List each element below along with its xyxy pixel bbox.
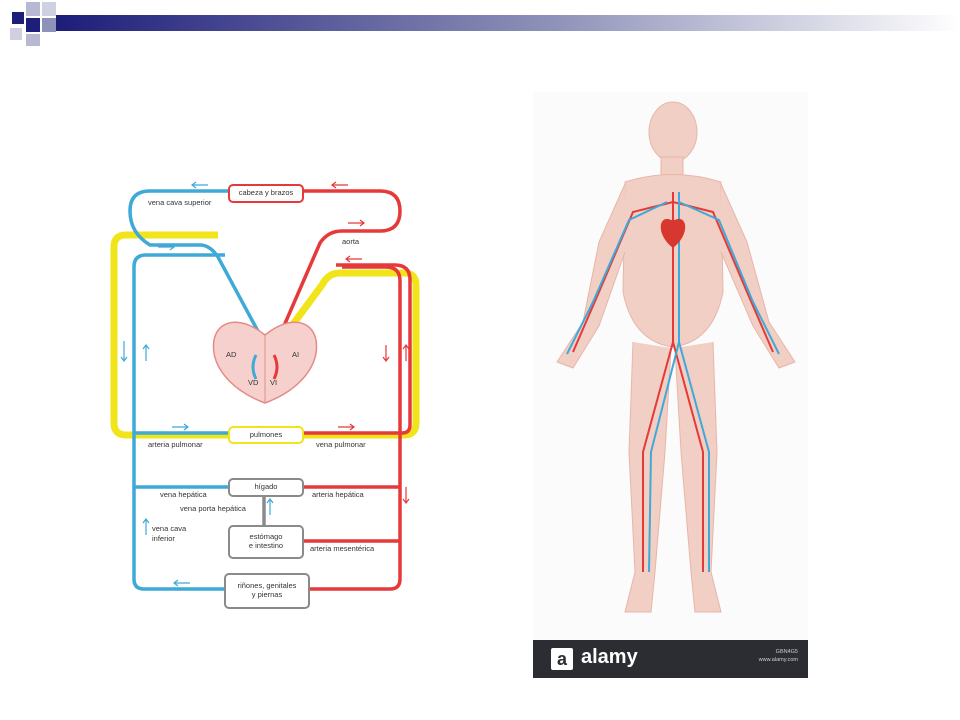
circulation-diagram: cabeza y brazos vena cava superior aorta… (110, 175, 420, 615)
alamy-brand-text: alamy (581, 646, 638, 668)
head-arms-box: cabeza y brazos (228, 184, 304, 203)
inferior-vena-cava-label-2: inferior (152, 534, 175, 543)
hepatic-vein-label: vena hepática (160, 490, 207, 499)
kidneys-label-2: y piernas (251, 590, 283, 599)
stock-id-text: GBN4G5 www.alamy.com (759, 648, 798, 665)
left-ventricle-label: VI (270, 378, 278, 387)
right-ventricle-label: VD (248, 378, 259, 387)
stomach-box: estómago e intestino (228, 525, 304, 559)
right-atrium-label: AD (226, 350, 237, 359)
superior-vena-cava-label: vena cava superior (148, 198, 212, 207)
pulmonary-artery-label: arteria pulmonar (148, 440, 203, 449)
stock-id: GBN4G5 (775, 649, 798, 655)
left-atrium-label: AI (292, 350, 300, 359)
stomach-label-2: e intestino (248, 541, 284, 550)
kidneys-label-1: riñones, genitales (237, 581, 297, 591)
mesenteric-artery-label: arteria mesentérica (310, 544, 375, 553)
alamy-footer: a alamy GBN4G5 www.alamy.com (533, 640, 808, 678)
stomach-label-1: estómago (249, 532, 283, 542)
kidneys-box: riñones, genitales y piernas (224, 573, 310, 609)
hepatic-artery-label: arteria hepática (312, 490, 364, 499)
alamy-logo-icon: a (551, 648, 573, 670)
lungs-box: pulmones (228, 426, 304, 444)
pulmonary-vein-label: vena pulmonar (316, 440, 366, 449)
liver-box: hígado (228, 478, 304, 497)
slide-header-bar (0, 0, 960, 46)
hepatic-portal-vein-label: vena porta hepática (180, 504, 246, 513)
inferior-vena-cava-label-1: vena cava (152, 524, 187, 533)
aorta-label: aorta (342, 237, 360, 246)
human-circulatory-illustration: a alamy GBN4G5 www.alamy.com (533, 92, 808, 678)
stock-site: www.alamy.com (758, 657, 798, 664)
